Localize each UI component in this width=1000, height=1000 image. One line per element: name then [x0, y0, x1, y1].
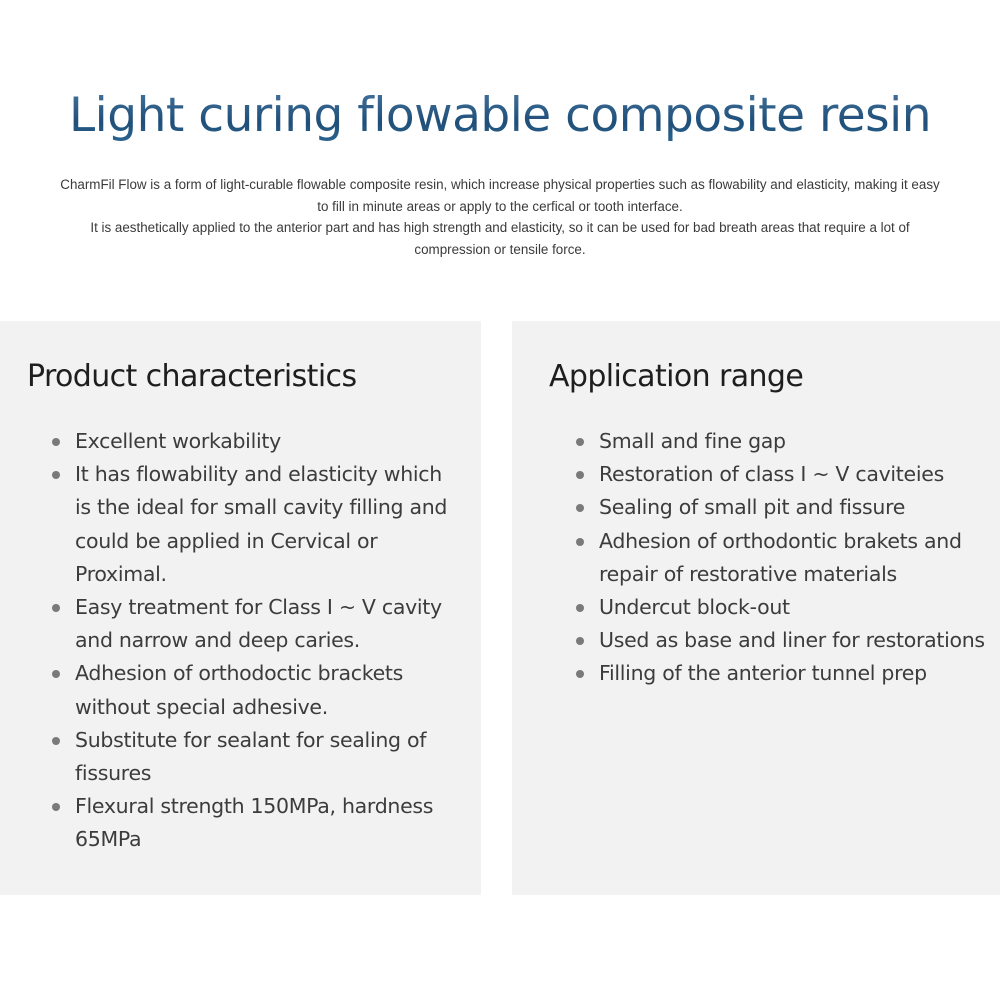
application-range-panel: Application range Small and fine gap Res… — [512, 321, 1000, 895]
list-item: Adhesion of orthodoctic brackets without… — [52, 657, 462, 723]
bullet-icon — [52, 803, 60, 812]
intro-line: It is aesthetically applied to the anter… — [90, 220, 910, 235]
intro-description: CharmFil Flow is a form of light-curable… — [0, 174, 1000, 260]
section-heading: Product characteristics — [27, 359, 357, 394]
bullet-icon — [576, 438, 584, 446]
section-heading: Application range — [549, 359, 804, 394]
list-item: Excellent workability — [52, 425, 462, 458]
list-item: Sealing of small pit and fissure — [576, 491, 996, 524]
characteristics-list: Excellent workability It has flowability… — [52, 425, 462, 857]
intro-line: compression or tensile force. — [414, 241, 586, 257]
list-item-text: It has flowability and elasticity which … — [75, 462, 448, 586]
page-title: Light curing flowable composite resin — [0, 84, 1000, 148]
bullet-icon — [576, 537, 584, 546]
list-item: Small and fine gap — [576, 425, 996, 458]
bullet-icon — [52, 604, 60, 613]
intro-line: to fill in minute areas or apply to the … — [317, 198, 683, 214]
list-item-text: Adhesion of orthodoctic brackets without… — [75, 661, 404, 719]
list-item: Flexural strength 150MPa, hardness 65MPa — [52, 790, 462, 856]
list-item-text: Restoration of class Ⅰ ~ V caviteies — [599, 462, 944, 487]
application-list: Small and fine gap Restoration of class … — [576, 425, 996, 691]
bullet-icon — [576, 637, 584, 646]
list-item-text: Substitute for sealant for sealing of fi… — [75, 727, 427, 786]
list-item-text: Adhesion of orthodontic brakets and repa… — [599, 528, 962, 586]
list-item: Undercut block-out — [576, 591, 996, 624]
intro-line: CharmFil Flow is a form of light-curable… — [60, 177, 940, 192]
list-item: Filling of the anterior tunnel prep — [576, 657, 996, 690]
list-item-text: Small and fine gap — [599, 429, 786, 453]
bullet-icon — [52, 670, 60, 679]
bullet-icon — [576, 471, 584, 480]
list-item-text: Easy treatment for Class Ⅰ ~ V cavity an… — [75, 595, 442, 653]
list-item: Used as base and liner for restorations — [576, 624, 996, 657]
list-item-text: Undercut block-out — [599, 595, 790, 620]
list-item-text: Excellent workability — [75, 429, 281, 453]
bullet-icon — [52, 471, 60, 480]
list-item: Adhesion of orthodontic brakets and repa… — [576, 525, 996, 591]
product-characteristics-panel: Product characteristics Excellent workab… — [0, 321, 481, 895]
list-item: Substitute for sealant for sealing of fi… — [52, 724, 462, 790]
list-item-text: Sealing of small pit and fissure — [599, 495, 906, 520]
bullet-icon — [576, 504, 584, 513]
list-item: Restoration of class Ⅰ ~ V caviteies — [576, 458, 996, 491]
list-item-text: Filling of the anterior tunnel prep — [599, 661, 927, 686]
list-item-text: Used as base and liner for restorations — [599, 628, 985, 653]
bullet-icon — [52, 736, 60, 745]
bullet-icon — [576, 604, 584, 613]
list-item: Easy treatment for Class Ⅰ ~ V cavity an… — [52, 591, 462, 657]
bullet-icon — [52, 438, 60, 446]
list-item-text: Flexural strength 150MPa, hardness 65MPa — [75, 794, 434, 852]
bullet-icon — [576, 670, 584, 679]
list-item: It has flowability and elasticity which … — [52, 458, 462, 591]
